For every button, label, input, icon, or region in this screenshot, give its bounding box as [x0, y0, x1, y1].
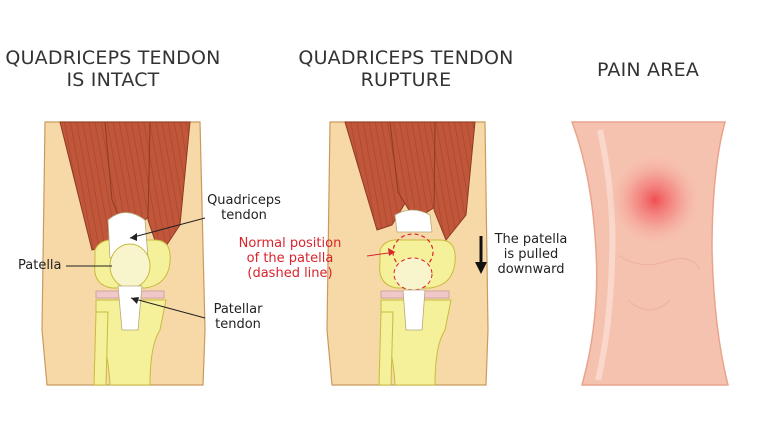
- title-line: PAIN AREA: [596, 59, 700, 81]
- knee-contour: [627, 299, 671, 311]
- panel-title-rupture: QUADRICEPS TENDON RUPTURE: [290, 47, 522, 91]
- knee-contour: [617, 254, 701, 271]
- title-line: IS INTACT: [66, 69, 160, 91]
- leg-highlight: [595, 129, 616, 381]
- label-line: of the patella: [246, 251, 334, 266]
- panel-title-intact: QUADRICEPS TENDON IS INTACT: [0, 47, 226, 91]
- label-line: tendon: [215, 317, 261, 332]
- label-line: Quadriceps: [207, 193, 281, 208]
- fibula: [378, 311, 394, 386]
- label-patella-pulled: The patella is pulled downward: [486, 232, 576, 277]
- pointer-quad-tendon: [129, 217, 206, 239]
- displaced-patella: [393, 257, 433, 291]
- title-line: RUPTURE: [360, 69, 452, 91]
- label-patella: Patella: [18, 258, 62, 273]
- label-line: tendon: [221, 208, 267, 223]
- label-line: (dashed line): [247, 266, 333, 281]
- label-line: Normal position: [238, 236, 342, 251]
- knee-pain-area: [570, 121, 729, 386]
- pointer-patellar-tendon: [130, 297, 206, 319]
- label-line: The patella: [494, 232, 568, 247]
- torn-tendon: [394, 209, 433, 233]
- label-quadriceps-tendon: Quadriceps tendon: [206, 193, 282, 223]
- quadriceps-muscle-right: [147, 121, 191, 257]
- label-line: Patellar: [213, 302, 263, 317]
- panel-title-pain: PAIN AREA: [560, 59, 736, 81]
- down-arrow-head: [475, 262, 487, 274]
- pain-spot: [607, 152, 703, 248]
- patella: [109, 243, 151, 289]
- label-line: is pulled: [503, 247, 559, 262]
- label-line: downward: [497, 262, 565, 277]
- title-line: QUADRICEPS TENDON: [298, 47, 514, 69]
- patellar-tendon: [402, 289, 426, 331]
- knee-intact: [41, 121, 206, 386]
- title-line: QUADRICEPS TENDON: [5, 47, 221, 69]
- quadriceps-muscle-right: [433, 121, 476, 241]
- patellar-tendon: [117, 285, 143, 331]
- fibula: [93, 311, 109, 386]
- knee-rupture: [326, 121, 489, 386]
- label-normal-position: Normal position of the patella (dashed l…: [232, 236, 348, 281]
- label-patellar-tendon: Patellar tendon: [206, 302, 270, 332]
